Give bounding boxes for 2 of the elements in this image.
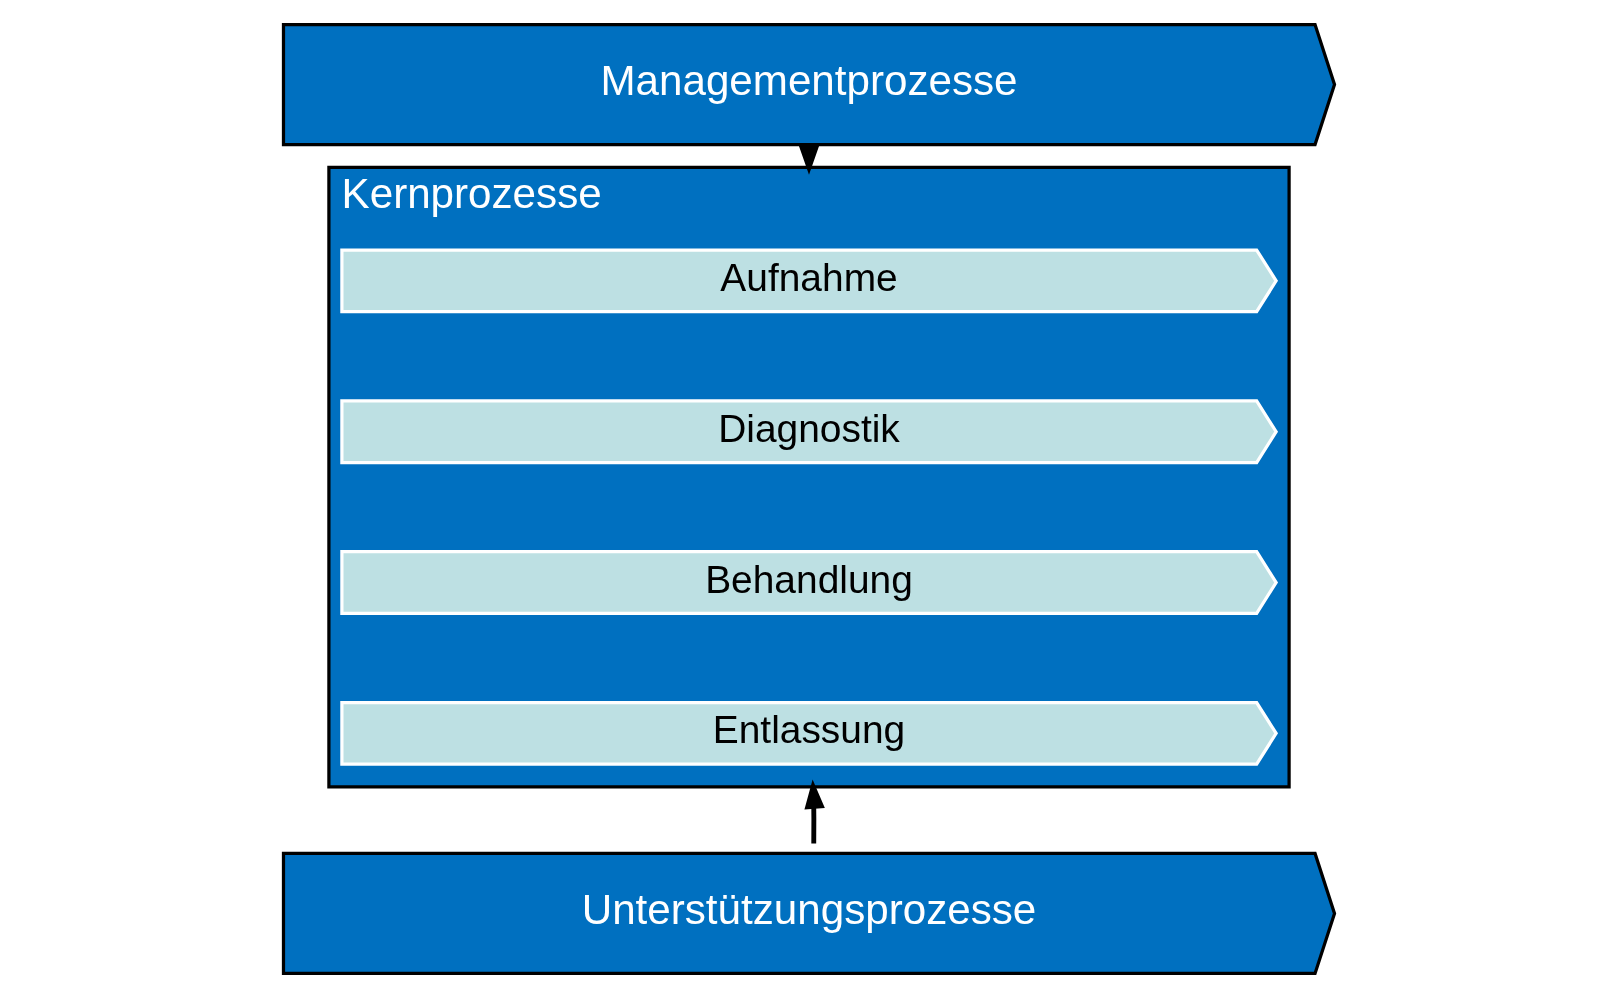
arrow [803, 779, 825, 844]
arrow [798, 145, 819, 175]
